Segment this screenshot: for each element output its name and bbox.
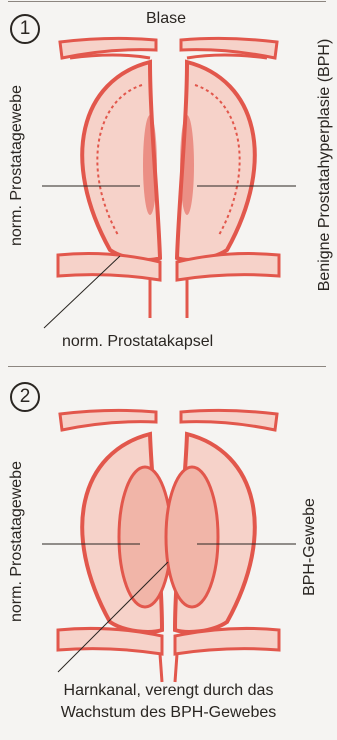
panel-normal-prostate: 1 Blase — [0, 0, 337, 368]
right-bph-node — [166, 467, 218, 607]
left-tissue-label: norm. Prostatagewebe — [8, 96, 26, 246]
middle-divider — [8, 366, 326, 367]
bladder-wall — [60, 410, 277, 430]
lower-muscle-bands — [58, 628, 279, 682]
left-bph-node — [119, 467, 171, 607]
right-bph-tissue-label: BPH-Gewebe — [301, 497, 319, 597]
right-lobe — [177, 62, 255, 260]
left-lobe — [82, 434, 171, 632]
right-bph-label: Benigne Prostatahyperplasie (BPH) — [316, 15, 334, 315]
bladder-wall — [60, 38, 277, 58]
lower-muscle-bands — [58, 254, 279, 318]
panel-bph-prostate: 2 norm. Prostatagewebe BPH-Gewebe Harnka… — [0, 372, 337, 740]
prostate-illustration-1 — [0, 0, 337, 368]
urethra-caption-line2: Wachstum des BPH-Gewebes — [0, 702, 337, 724]
capsule-label: norm. Prostatakapsel — [62, 333, 213, 351]
right-lobe — [166, 434, 255, 632]
left-tissue-label: norm. Prostatagewebe — [8, 472, 26, 622]
urethra-caption-line1: Harnkanal, verengt durch das — [0, 680, 337, 702]
left-lobe — [82, 62, 160, 260]
